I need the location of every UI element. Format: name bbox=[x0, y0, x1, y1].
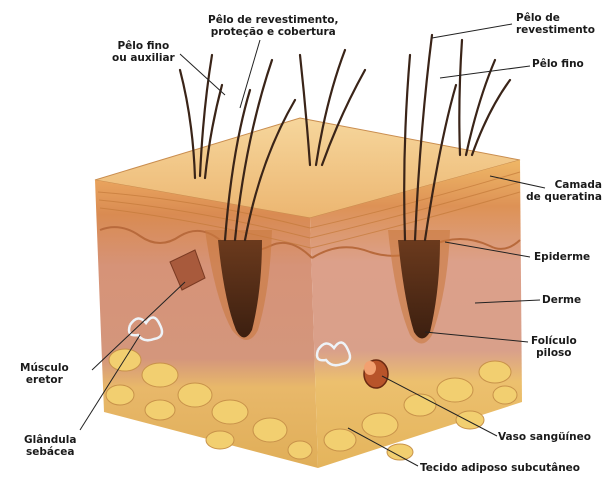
label-derme: Derme bbox=[542, 294, 581, 306]
blood-vessel bbox=[364, 360, 388, 388]
label-pelo-fino: Pêlo fino bbox=[532, 58, 584, 70]
label-glandula-sebacea: Glândula sebácea bbox=[24, 434, 76, 458]
label-camada-queratina: Camada de queratina bbox=[518, 179, 602, 203]
label-musculo-eretor: Músculo eretor bbox=[20, 362, 69, 386]
label-pelo-revestimento: Pêlo de revestimento bbox=[516, 12, 595, 36]
label-epiderme: Epiderme bbox=[534, 251, 590, 263]
label-foliculo-piloso: Folículo piloso bbox=[531, 335, 577, 359]
label-tecido-adiposo: Tecido adiposo subcutâneo bbox=[420, 462, 580, 474]
label-pelo-revestimento-protecao: Pêlo de revestimento, proteção e cobertu… bbox=[208, 14, 338, 38]
label-vaso-sanguineo: Vaso sangüíneo bbox=[498, 431, 591, 443]
label-pelo-fino-auxiliar: Pêlo fino ou auxiliar bbox=[112, 40, 175, 64]
